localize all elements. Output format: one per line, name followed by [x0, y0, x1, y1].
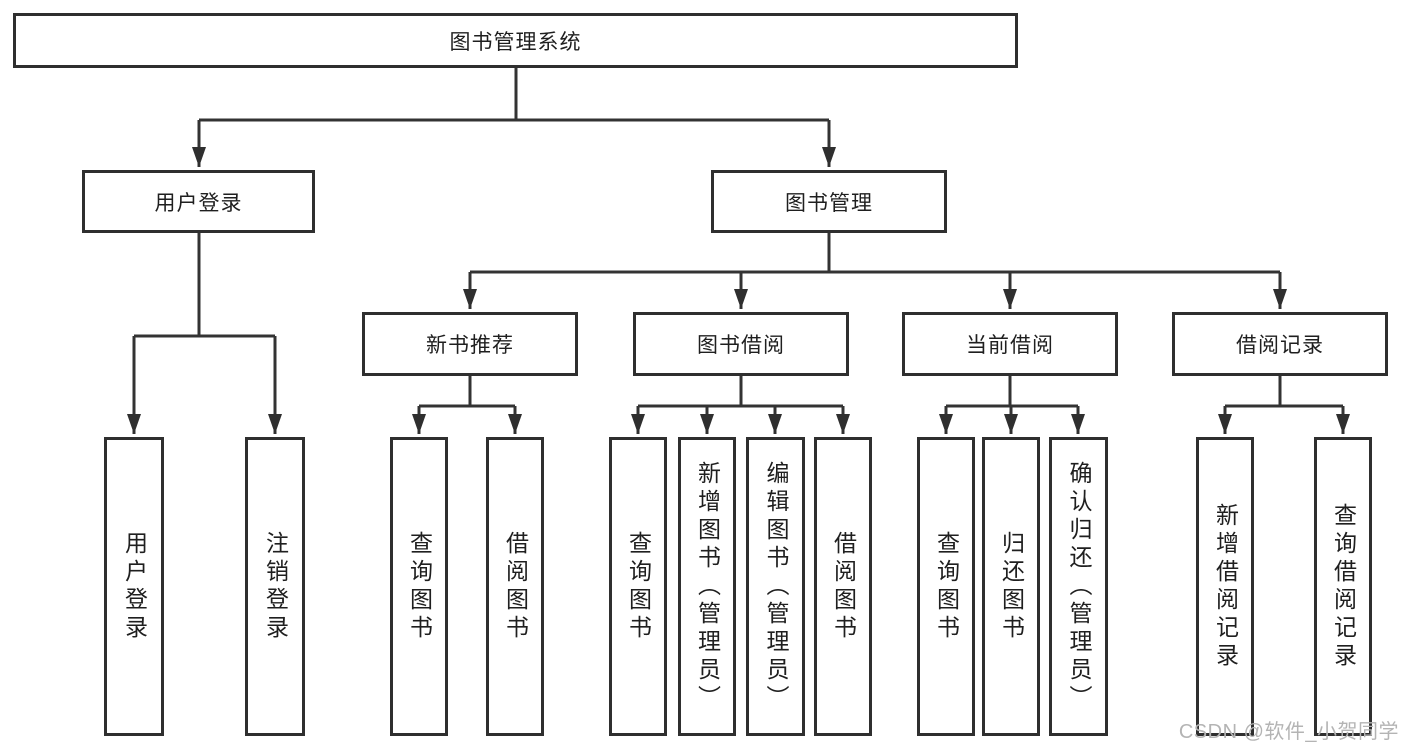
node-new-book-recommend: 新书推荐	[362, 312, 578, 376]
leaf-borrow-books-borrowing: 借阅图书	[814, 437, 872, 736]
leaf-query-books-borrowing: 查询图书	[609, 437, 667, 736]
leaf-borrow-books-recommend: 借阅图书	[486, 437, 544, 736]
leaf-query-books-current: 查询图书	[917, 437, 975, 736]
leaf-query-borrow-record: 查询借阅记录	[1314, 437, 1372, 736]
node-book-management-module: 图书管理	[711, 170, 947, 233]
node-book-borrowing: 图书借阅	[633, 312, 849, 376]
leaf-add-books-admin: 新增图书（管理员）	[678, 437, 736, 736]
node-current-borrowing: 当前借阅	[902, 312, 1118, 376]
node-root-system: 图书管理系统	[13, 13, 1018, 68]
leaf-logout: 注销登录	[245, 437, 305, 736]
leaf-user-login: 用户登录	[104, 437, 164, 736]
leaf-confirm-return-admin: 确认归还（管理员）	[1049, 437, 1108, 736]
node-borrowing-records: 借阅记录	[1172, 312, 1388, 376]
leaf-add-borrow-record: 新增借阅记录	[1196, 437, 1254, 736]
csdn-watermark: CSDN @软件_小贺同学	[1178, 721, 1399, 743]
leaf-return-books: 归还图书	[982, 437, 1040, 736]
node-user-login-module: 用户登录	[82, 170, 315, 233]
leaf-edit-books-admin: 编辑图书（管理员）	[746, 437, 805, 736]
leaf-query-books-recommend: 查询图书	[390, 437, 448, 736]
